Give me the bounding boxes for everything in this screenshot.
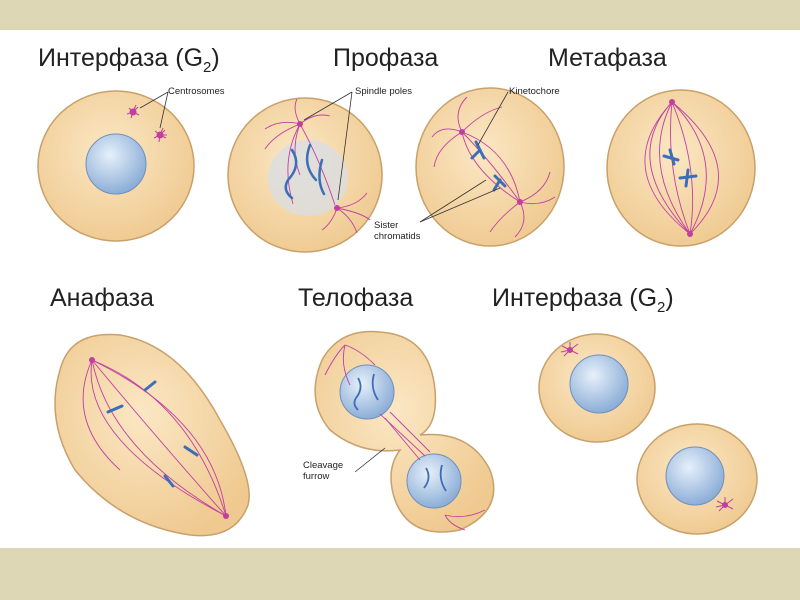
label-centrosomes: Centrosomes xyxy=(168,86,225,97)
annotation-pointers xyxy=(419,91,509,223)
cell-interphase-bottom-1 xyxy=(538,333,656,443)
decondensing-chromatin xyxy=(353,373,447,492)
label-cleavage-line1: Cleavage xyxy=(303,460,344,471)
stage-title-metaphase: Метафаза xyxy=(548,44,667,72)
nucleus xyxy=(665,446,725,506)
metaphase-spindle xyxy=(644,101,719,235)
anaphase-spindle xyxy=(82,359,227,517)
cell-interphase-top xyxy=(37,90,195,242)
cell-metaphase xyxy=(606,89,756,247)
metaphase-chromosomes xyxy=(662,148,698,188)
label-kinetochore: Kinetochore xyxy=(509,86,560,97)
stage-title-prophase: Профаза xyxy=(333,44,439,72)
cell-prophase xyxy=(227,91,383,253)
cell-interphase-bottom-2 xyxy=(636,423,758,535)
centrosome xyxy=(560,342,579,357)
stage-title-telophase: Телофаза xyxy=(298,284,414,312)
chromosomes xyxy=(470,140,507,192)
nucleus xyxy=(85,133,147,195)
separating-chromatids xyxy=(106,380,199,488)
label-spindle-poles: Spindle poles xyxy=(355,86,413,97)
top-band xyxy=(0,0,800,30)
stage-title-interphase-bottom: Интерфаза (G2) xyxy=(492,284,674,316)
nuclear-envelope-fragment xyxy=(268,140,348,216)
centrosome xyxy=(715,497,734,512)
telophase-spindle xyxy=(324,344,486,531)
cell-prometaphase xyxy=(415,87,565,247)
label-cleavage-furrow: Cleavage furrow xyxy=(303,460,343,482)
label-sister-line2: chromatids xyxy=(374,231,421,242)
daughter-nucleus-1 xyxy=(339,364,395,420)
spindle-poles-pointer xyxy=(303,91,353,201)
stage-title-interphase-top: Интерфаза (G2) xyxy=(38,44,220,76)
condensing-chromosomes xyxy=(284,143,326,200)
cell-telophase xyxy=(314,330,495,533)
label-sister-line1: Sister xyxy=(374,220,399,231)
centrosomes-pointer xyxy=(139,91,169,129)
nucleus xyxy=(569,354,629,414)
label-sister-chromatids: Sister chromatids xyxy=(374,220,420,242)
label-cleavage-line2: furrow xyxy=(303,471,330,482)
daughter-nucleus-2 xyxy=(406,453,462,509)
cleavage-furrow-pointer xyxy=(354,447,386,473)
centrosome-pair xyxy=(126,104,167,143)
bottom-band xyxy=(0,548,800,600)
cell-anaphase xyxy=(54,333,250,537)
stage-title-anaphase: Анафаза xyxy=(50,284,154,312)
